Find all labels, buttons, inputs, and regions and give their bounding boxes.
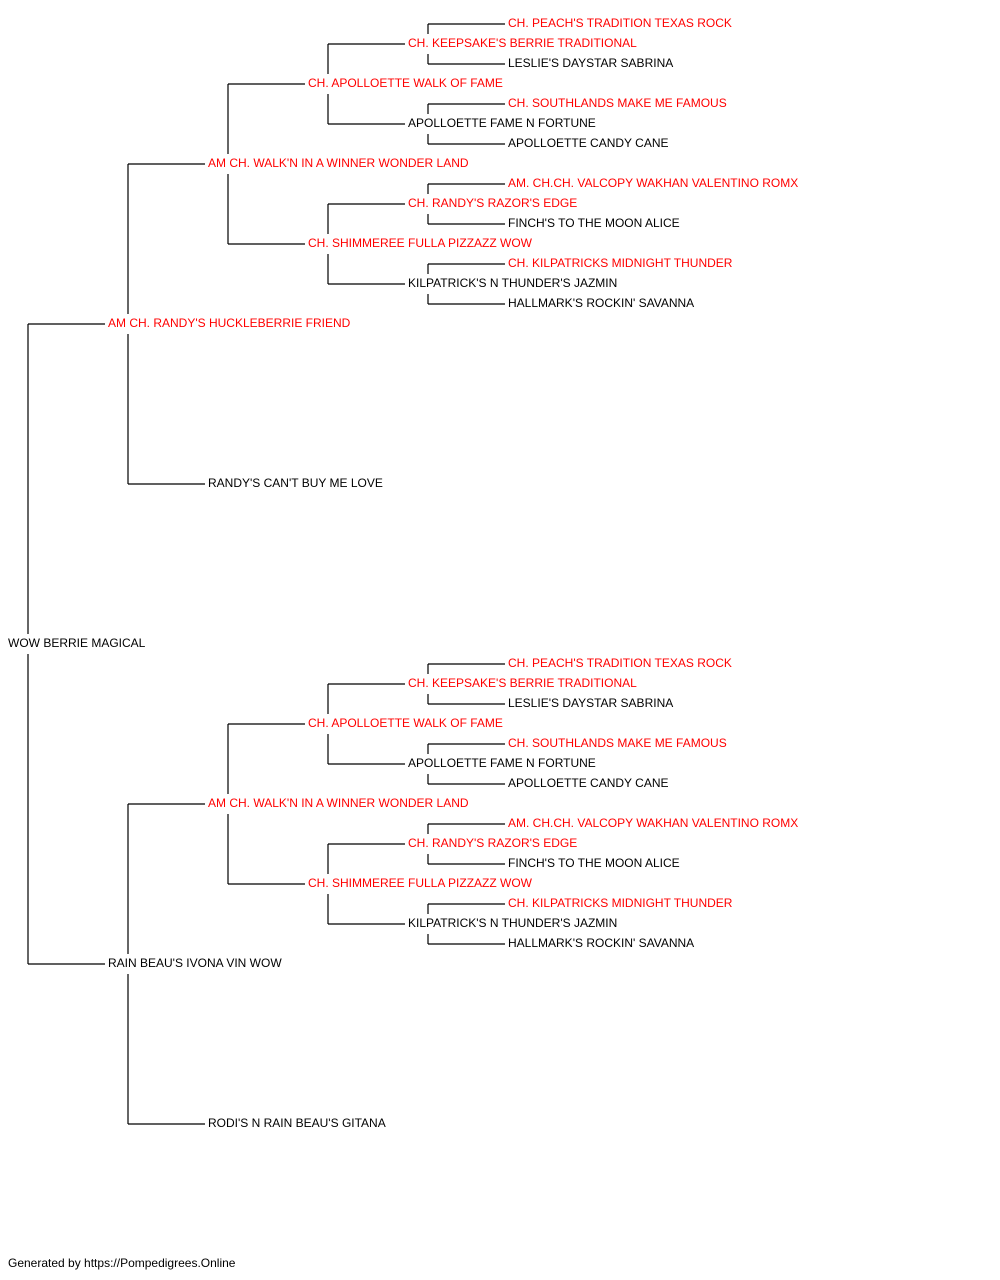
ancestor-name: CH. PEACH'S TRADITION TEXAS ROCK xyxy=(508,656,732,670)
ancestor-name: CH. PEACH'S TRADITION TEXAS ROCK xyxy=(508,16,732,30)
ancestor-name: RODI'S N RAIN BEAU'S GITANA xyxy=(208,1116,386,1130)
ancestor-name: LESLIE'S DAYSTAR SABRINA xyxy=(508,56,673,70)
footer-credit: Generated by https://Pompedigrees.Online xyxy=(8,1256,236,1270)
ancestor-name: CH. SOUTHLANDS MAKE ME FAMOUS xyxy=(508,736,727,750)
ancestor-name: CH. APOLLOETTE WALK OF FAME xyxy=(308,716,503,730)
ancestor-name: AM. CH.CH. VALCOPY WAKHAN VALENTINO ROMX xyxy=(508,176,798,190)
ancestor-name: AM CH. RANDY'S HUCKLEBERRIE FRIEND xyxy=(108,316,351,330)
ancestor-name: CH. SOUTHLANDS MAKE ME FAMOUS xyxy=(508,96,727,110)
ancestor-name: CH. KEEPSAKE'S BERRIE TRADITIONAL xyxy=(408,36,637,50)
ancestor-name: AM. CH.CH. VALCOPY WAKHAN VALENTINO ROMX xyxy=(508,816,798,830)
ancestor-name: CH. RANDY'S RAZOR'S EDGE xyxy=(408,836,577,850)
ancestor-name: HALLMARK'S ROCKIN' SAVANNA xyxy=(508,936,694,950)
ancestor-name: CH. KEEPSAKE'S BERRIE TRADITIONAL xyxy=(408,676,637,690)
ancestor-name: APOLLOETTE FAME N FORTUNE xyxy=(408,756,596,770)
ancestor-name: KILPATRICK'S N THUNDER'S JAZMIN xyxy=(408,916,617,930)
ancestor-name: CH. SHIMMEREE FULLA PIZZAZZ WOW xyxy=(308,876,533,890)
ancestor-name: KILPATRICK'S N THUNDER'S JAZMIN xyxy=(408,276,617,290)
ancestor-name: APOLLOETTE CANDY CANE xyxy=(508,136,669,150)
ancestor-name: CH. APOLLOETTE WALK OF FAME xyxy=(308,76,503,90)
ancestor-name: APOLLOETTE CANDY CANE xyxy=(508,776,669,790)
ancestor-name: HALLMARK'S ROCKIN' SAVANNA xyxy=(508,296,694,310)
ancestor-name: RAIN BEAU'S IVONA VIN WOW xyxy=(108,956,282,970)
ancestor-name: CH. SHIMMEREE FULLA PIZZAZZ WOW xyxy=(308,236,533,250)
ancestor-name: LESLIE'S DAYSTAR SABRINA xyxy=(508,696,673,710)
ancestor-name: FINCH'S TO THE MOON ALICE xyxy=(508,216,680,230)
ancestor-name: FINCH'S TO THE MOON ALICE xyxy=(508,856,680,870)
subject-dog-name: WOW BERRIE MAGICAL xyxy=(8,636,146,650)
ancestor-name: AM CH. WALK'N IN A WINNER WONDER LAND xyxy=(208,156,469,170)
ancestor-name: CH. KILPATRICKS MIDNIGHT THUNDER xyxy=(508,896,733,910)
ancestor-name: RANDY'S CAN'T BUY ME LOVE xyxy=(208,476,383,490)
ancestor-name: APOLLOETTE FAME N FORTUNE xyxy=(408,116,596,130)
ancestor-name: AM CH. WALK'N IN A WINNER WONDER LAND xyxy=(208,796,469,810)
ancestor-name: CH. KILPATRICKS MIDNIGHT THUNDER xyxy=(508,256,733,270)
ancestor-name: CH. RANDY'S RAZOR'S EDGE xyxy=(408,196,577,210)
